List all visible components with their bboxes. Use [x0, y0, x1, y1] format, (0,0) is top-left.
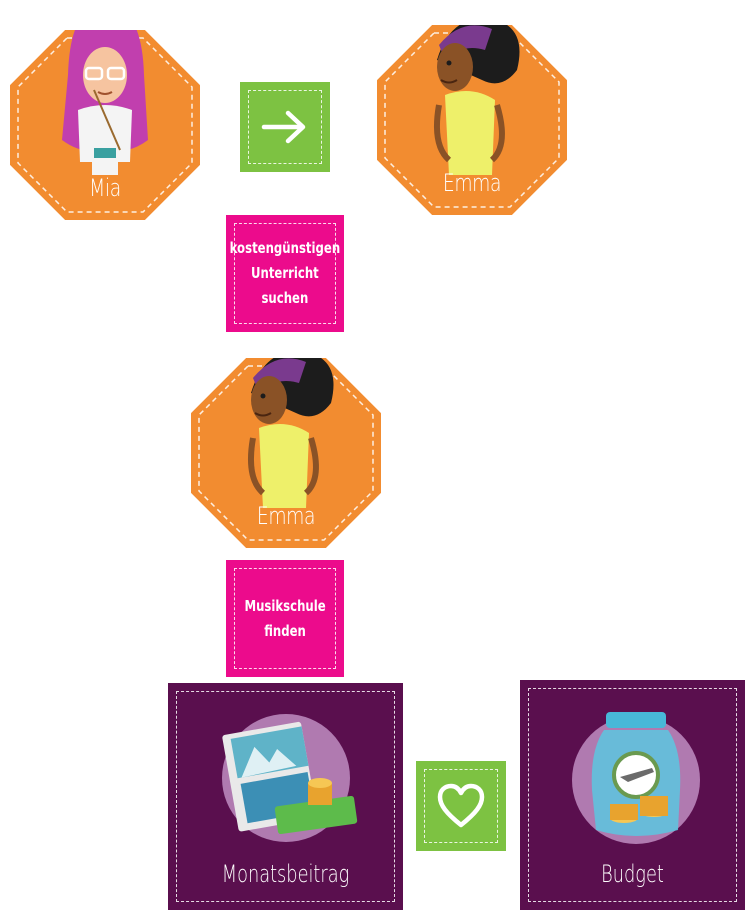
node-label: Monatsbeitrag — [221, 860, 350, 888]
dashed-frame — [384, 32, 560, 208]
node-label: Emma — [442, 169, 502, 197]
action-arrow — [240, 82, 330, 172]
heart-icon — [437, 783, 485, 828]
emma-avatar-icon — [248, 358, 334, 508]
emma-avatar-icon — [434, 25, 520, 175]
node-emma-middle: Emma — [191, 358, 381, 548]
action-heart — [416, 761, 506, 851]
arrow-right-icon — [261, 110, 306, 144]
node-mia: Mia — [10, 30, 200, 220]
node-label: Emma — [256, 502, 316, 530]
node-label: Mia — [89, 174, 121, 202]
node-budget: Budget — [520, 680, 745, 910]
mia-avatar-icon — [62, 30, 148, 175]
dashed-frame — [17, 37, 193, 213]
node-emma-top: Emma — [377, 25, 567, 215]
dashed-frame — [198, 365, 374, 541]
action-label: kostengünstigen Unterricht suchen — [229, 239, 341, 307]
savings-jar-icon — [572, 712, 700, 844]
node-label: Budget — [601, 860, 664, 888]
action-musikschule-finden: Musikschule finden — [226, 560, 344, 677]
node-monatsbeitrag: Monatsbeitrag — [168, 683, 403, 910]
action-unterricht-suchen: kostengünstigen Unterricht suchen — [226, 215, 344, 332]
calendar-money-icon — [222, 714, 358, 842]
action-label: Musikschule finden — [244, 596, 326, 640]
